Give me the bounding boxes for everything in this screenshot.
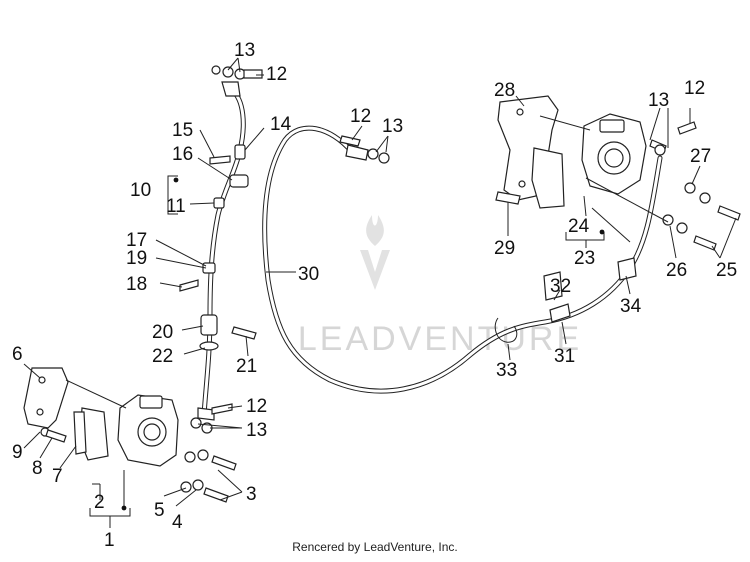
callout-5: 5 [154, 500, 165, 521]
callout-31: 31 [554, 346, 575, 367]
front-hose [199, 87, 249, 418]
callout-21: 21 [236, 356, 257, 377]
callout-33: 33 [496, 360, 517, 381]
right-caliper-group [495, 95, 741, 251]
clip-34 [617, 257, 637, 281]
callout-12: 12 [684, 78, 705, 99]
callout-13: 13 [246, 420, 267, 441]
callout-6: 6 [12, 344, 23, 365]
callout-30: 30 [298, 264, 319, 285]
leader-lines [23, 57, 737, 528]
hose-guide-16 [229, 174, 249, 188]
callout-4: 4 [172, 512, 183, 533]
callout-32: 32 [550, 276, 571, 297]
callout-7: 7 [52, 466, 63, 487]
watermark: LEADVENTURE [298, 215, 582, 358]
bottom-banjo-parts [190, 403, 233, 434]
callout-17: 17 [126, 230, 147, 251]
callout-10: 10 [130, 180, 151, 201]
watermark-text: LEADVENTURE [298, 320, 582, 358]
clamp-31 [549, 303, 571, 323]
footer-credit: Rencered by LeadVenture, Inc. [292, 540, 458, 554]
clip-33 [494, 317, 518, 343]
callout-9: 9 [12, 442, 23, 463]
callout-12: 12 [246, 396, 267, 417]
callout-19: 19 [126, 248, 147, 269]
callout-16: 16 [172, 144, 193, 165]
callout-13: 13 [382, 116, 403, 137]
callout-27: 27 [690, 146, 711, 167]
top-banjo-parts [179, 65, 263, 340]
callout-23: 23 [574, 248, 595, 269]
callout-29: 29 [494, 238, 515, 259]
callout-20: 20 [152, 322, 173, 343]
grommet-11 [213, 197, 225, 209]
callout-18: 18 [126, 274, 147, 295]
callout-28: 28 [494, 80, 515, 101]
callout-13: 13 [234, 40, 255, 61]
callout-13: 13 [648, 90, 669, 111]
left-caliper-group [23, 367, 237, 503]
hose-clip-14 [234, 144, 246, 160]
bracket-6 [23, 367, 69, 429]
callout-labels: 13 12 14 15 16 10 11 17 19 18 20 22 21 1… [12, 40, 737, 551]
callout-11: 11 [166, 196, 186, 217]
callout-25: 25 [716, 260, 737, 281]
hose-clamp-20 [200, 314, 218, 336]
callout-1: 1 [104, 530, 115, 551]
bracket-32 [543, 271, 563, 301]
callout-15: 15 [172, 120, 193, 141]
callout-24: 24 [568, 216, 590, 237]
callout-14: 14 [270, 114, 292, 135]
rear-hose-30 [262, 125, 663, 394]
bolt-29 [495, 191, 521, 205]
callout-12: 12 [266, 64, 287, 85]
callout-2: 2 [94, 492, 105, 513]
callout-34: 34 [620, 296, 642, 317]
pad-24 [531, 147, 565, 209]
callout-12: 12 [350, 106, 371, 127]
pin-8 [45, 429, 67, 443]
callout-26: 26 [666, 260, 687, 281]
center-banjo-parts [339, 135, 390, 164]
callout-22: 22 [152, 346, 173, 367]
callout-3: 3 [246, 484, 257, 505]
callout-8: 8 [32, 458, 43, 479]
